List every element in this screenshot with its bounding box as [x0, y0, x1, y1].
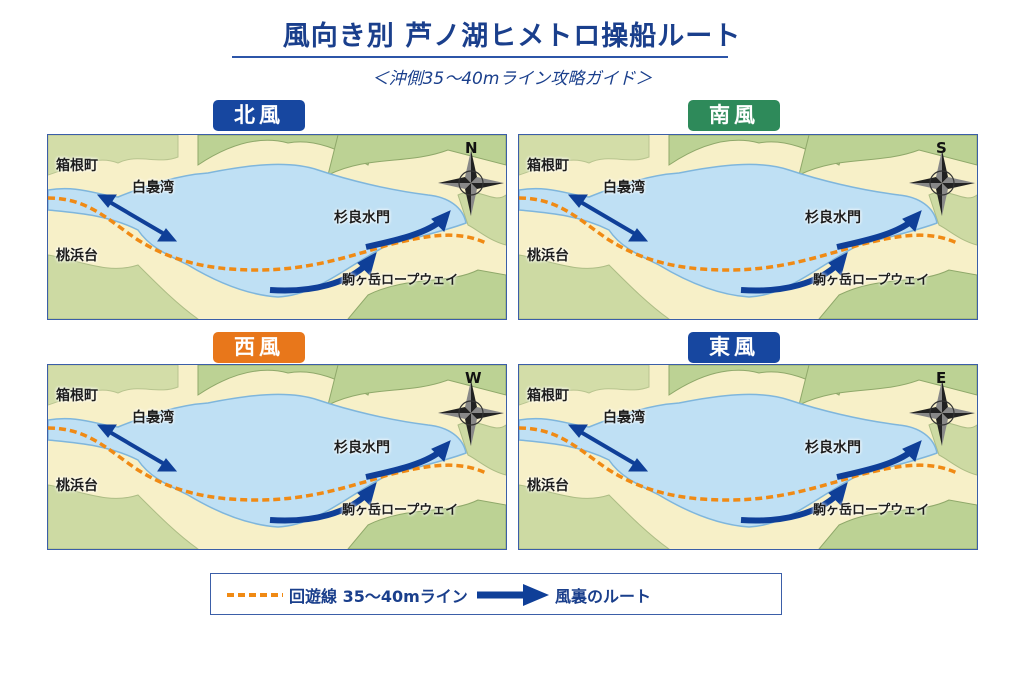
wind-badge: 西風 — [213, 332, 305, 363]
page-subtitle: ＜沖側35〜40mライン攻略ガイド＞ — [371, 69, 653, 89]
route-map-panel: N 箱根町 白裊湾 桃浜台 杉良水門 駒ヶ岳ロープウェイ — [47, 134, 507, 320]
label-momo: 桃浜台 — [527, 248, 569, 264]
label-ropeway: 駒ヶ岳ロープウェイ — [813, 273, 930, 288]
wind-arrows — [96, 194, 451, 294]
wind-badge: 東風 — [688, 332, 780, 363]
label-ropeway: 駒ヶ岳ロープウェイ — [342, 503, 459, 518]
label-momo: 桃浜台 — [56, 478, 98, 494]
arrow-legend-icon — [477, 584, 549, 606]
label-suginami: 杉良水門 — [805, 440, 861, 456]
compass-direction: S — [936, 139, 947, 157]
route-line — [519, 196, 958, 272]
route-line — [48, 196, 487, 272]
label-ropeway: 駒ヶ岳ロープウェイ — [813, 503, 930, 518]
legend-route-label: 回遊線 35〜40mライン — [289, 587, 468, 606]
compass-direction: E — [936, 369, 947, 387]
wind-badge: 南風 — [688, 100, 780, 131]
compass-rose-icon — [438, 150, 504, 216]
label-hakone: 箱根町 — [56, 388, 98, 404]
label-hakone: 箱根町 — [527, 388, 569, 404]
dashed-line-legend-icon — [227, 593, 283, 597]
wind-arrows — [567, 424, 922, 524]
label-hakone: 箱根町 — [527, 158, 569, 174]
route-map-panel: E 箱根町 白裊湾 桃浜台 杉良水門 駒ヶ岳ロープウェイ — [518, 364, 978, 550]
compass-rose-icon — [909, 150, 975, 216]
legend: 回遊線 35〜40mライン 風裏のルート — [210, 573, 782, 615]
legend-wind-label: 風裏のルート — [555, 587, 652, 606]
label-hakone: 箱根町 — [56, 158, 98, 174]
label-ropeway: 駒ヶ岳ロープウェイ — [342, 273, 459, 288]
title-divider — [232, 56, 728, 58]
hills — [519, 365, 977, 549]
route-line — [519, 426, 958, 502]
compass-rose-icon — [909, 380, 975, 446]
label-momo: 桃浜台 — [527, 478, 569, 494]
label-suginami: 杉良水門 — [334, 440, 390, 456]
label-bay: 白裊湾 — [132, 410, 174, 426]
wind-arrows — [96, 424, 451, 524]
route-line — [48, 426, 487, 502]
hills — [519, 135, 977, 319]
compass-direction: N — [465, 139, 478, 157]
compass-direction: W — [465, 369, 482, 387]
label-bay: 白裊湾 — [132, 180, 174, 196]
page-title: 風向き別 芦ノ湖ヒメトロ操船ルート — [282, 21, 742, 52]
compass-rose-icon — [438, 380, 504, 446]
hills — [48, 365, 506, 549]
label-bay: 白裊湾 — [603, 180, 645, 196]
wind-badge: 北風 — [213, 100, 305, 131]
route-map-panel: S 箱根町 白裊湾 桃浜台 杉良水門 駒ヶ岳ロープウェイ — [518, 134, 978, 320]
route-map-panel: W 箱根町 白裊湾 桃浜台 杉良水門 駒ヶ岳ロープウェイ — [47, 364, 507, 550]
wind-arrows — [567, 194, 922, 294]
label-suginami: 杉良水門 — [334, 210, 390, 226]
label-bay: 白裊湾 — [603, 410, 645, 426]
label-momo: 桃浜台 — [56, 248, 98, 264]
label-suginami: 杉良水門 — [805, 210, 861, 226]
